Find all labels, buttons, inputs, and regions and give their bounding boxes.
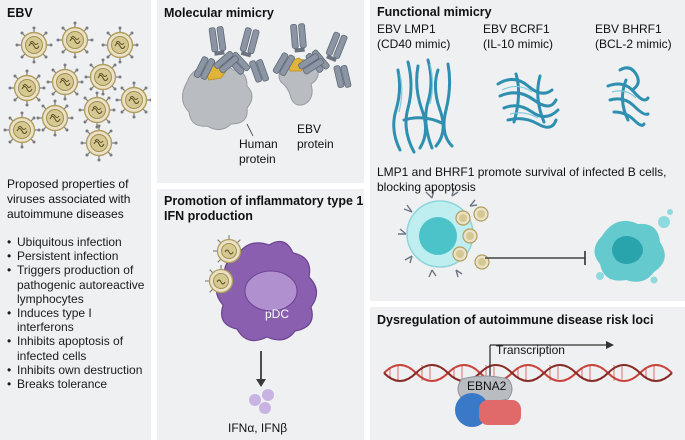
list-item: Breaks tolerance — [7, 377, 149, 391]
molecular-mimicry-title: Molecular mimicry — [164, 6, 274, 20]
bcrf1-mimic: (IL-10 mimic) — [483, 37, 554, 51]
lmp1-name: EBV LMP1 — [377, 22, 436, 36]
pdc-label: pDC — [265, 307, 290, 321]
ebv-protein-label: EBV protein — [297, 122, 334, 151]
ebna2-label: EBNA2 — [467, 379, 507, 393]
list-item: Persistent infection — [7, 249, 149, 263]
human-protein-label: Human protein — [239, 137, 278, 166]
pdc-illustration — [204, 234, 318, 414]
ifn-production-panel: Promotion of inflammatory type 1 IFN pro… — [157, 189, 364, 440]
molecular-mimicry-panel: Molecular mimicry Human protein EBV prot… — [157, 0, 364, 183]
list-item: Inhibits apoptosis of infected cells — [7, 334, 149, 362]
ebv-panel: EBV — [0, 0, 151, 440]
list-item: Inhibits own destruction — [7, 363, 149, 377]
transcription-label: Transcription — [496, 343, 565, 357]
list-item: Ubiquitous infection — [7, 235, 149, 249]
lmp1-mimic: (CD40 mimic) — [377, 37, 451, 51]
bhrf1-mimic: (BCL-2 mimic) — [595, 37, 672, 51]
ifn-output-label: IFNα, IFNβ — [228, 421, 288, 435]
list-item: Induces type I interferons — [7, 306, 149, 334]
dna-ebna2-illustration — [383, 341, 673, 427]
functional-mimicry-caption: LMP1 and BHRF1 promote survival of infec… — [377, 165, 667, 194]
ebv-properties-list: Ubiquitous infection Persistent infectio… — [7, 235, 149, 391]
ebv-panel-title: EBV — [7, 6, 33, 20]
protein-structures-illustration — [392, 58, 673, 284]
functional-mimicry-title: Functional mimicry — [377, 5, 492, 19]
ifn-production-title: Promotion of inflammatory type 1 IFN pro… — [164, 194, 364, 223]
dysregulation-panel: Dysregulation of autoimmune disease risk… — [370, 307, 685, 440]
ebv-virions-illustration — [2, 20, 151, 163]
bhrf1-name: EBV BHRF1 — [595, 22, 662, 36]
functional-mimicry-panel: Functional mimicry EBV LMP1 (CD40 mimic)… — [370, 0, 685, 301]
dysregulation-title: Dysregulation of autoimmune disease risk… — [377, 313, 654, 327]
list-item: Triggers production of pathogenic autore… — [7, 263, 149, 306]
ebv-properties-intro: Proposed properties of viruses associate… — [7, 177, 131, 221]
antibody-binding-illustration — [182, 21, 364, 137]
bcrf1-name: EBV BCRF1 — [483, 22, 550, 36]
